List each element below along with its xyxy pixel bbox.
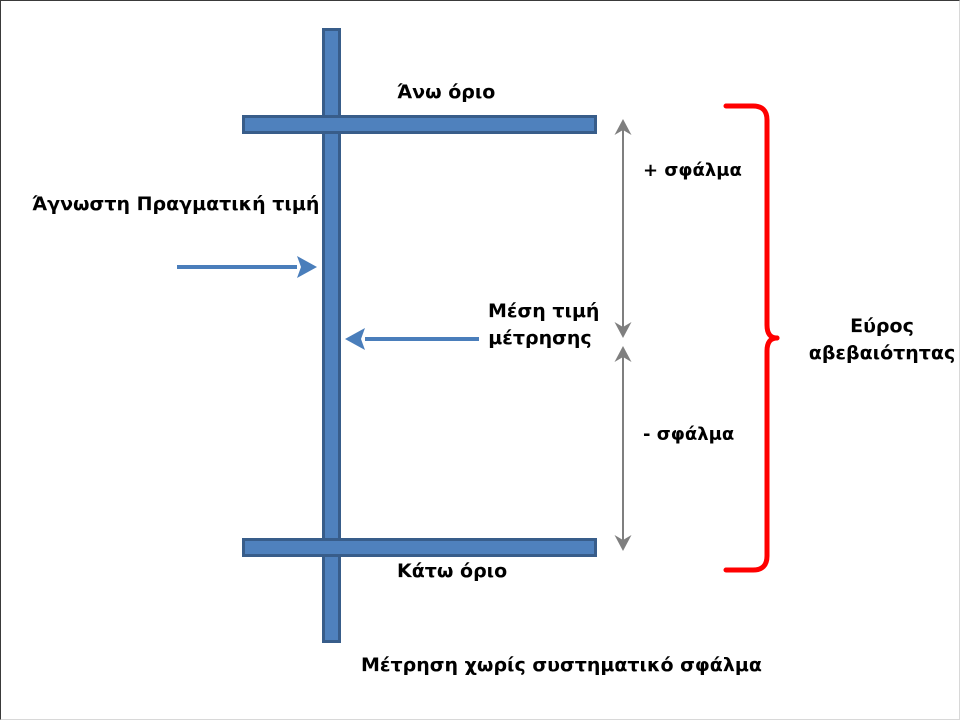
minus-error-label: - σφάλμα [643, 424, 735, 445]
upper-limit-bar-shape [242, 115, 597, 134]
mean-value-label: Μέση τιμή μέτρησης [488, 298, 599, 352]
mean-value-label-line1: Μέση τιμή [488, 300, 600, 322]
plus-error-label: + σφάλμα [643, 160, 742, 181]
uncertainty-range-label: Εύρος αβεβαιότητας [807, 313, 957, 367]
arrow-left-icon [345, 328, 479, 350]
curly-brace-icon [723, 103, 780, 573]
vertical-bar-shape [322, 28, 341, 643]
double-headed-vertical-arrow-icon-plus [614, 119, 632, 338]
lower-limit-label: Κάτω όριο [397, 560, 508, 582]
true-value-label: Άγνωστη Πραγματική τιμή [32, 193, 320, 215]
double-headed-vertical-arrow-icon-minus [614, 346, 632, 551]
arrow-right-icon [177, 256, 317, 278]
uncertainty-range-label-line1: Εύρος [850, 315, 914, 337]
diagram-caption: Μέτρηση χωρίς συστηματικό σφάλμα [361, 654, 762, 676]
upper-limit-label: Άνω όριο [397, 81, 496, 103]
lower-limit-bar-shape [242, 538, 597, 557]
uncertainty-range-label-line2: αβεβαιότητας [808, 341, 956, 364]
mean-value-label-line2: μέτρησης [488, 326, 592, 349]
